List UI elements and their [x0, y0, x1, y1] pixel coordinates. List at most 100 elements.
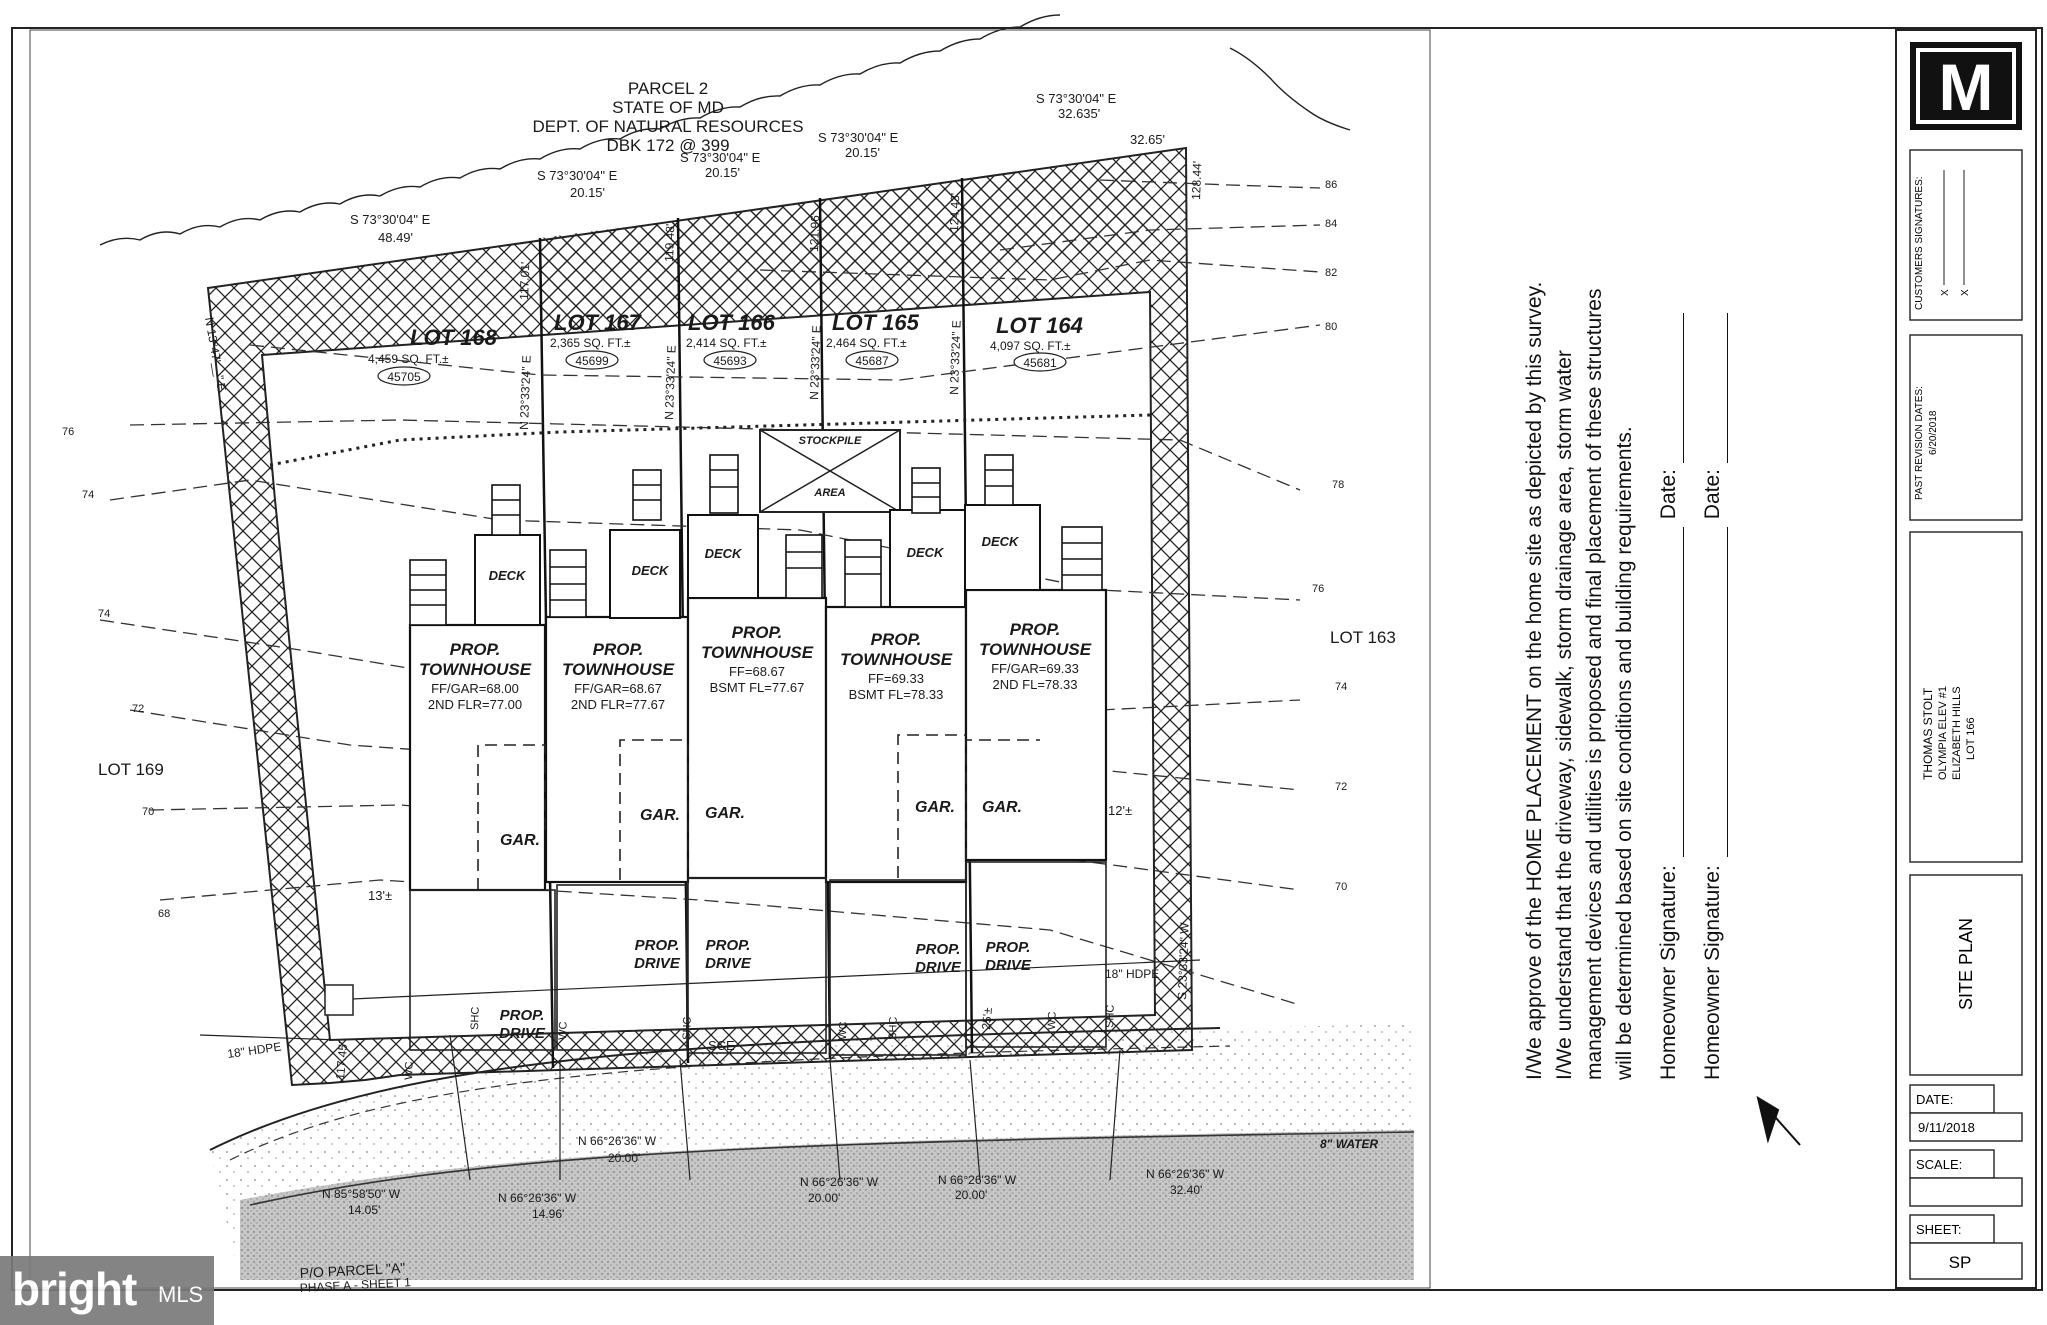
sheet-title: SITE PLAN [1956, 918, 1976, 1010]
lot-163-label: LOT 163 [1330, 628, 1396, 647]
garage-outlines [477, 734, 1040, 890]
bearing-4-dist: 20.15' [845, 145, 880, 160]
lot-164-addr: 45681 [1023, 356, 1057, 370]
front-4: N 66°26'36" W [800, 1175, 879, 1189]
signature-row-1: Homeowner Signature:Date: [1654, 100, 1684, 1080]
div2-length: 119.48' [662, 224, 677, 263]
bearing-top-right: 32.65' [1130, 132, 1165, 147]
lot-169-label: LOT 169 [98, 760, 164, 779]
shc-tag-3: SHC [887, 1016, 900, 1040]
front-1: N 85°58'50" W [322, 1187, 401, 1201]
townhouse-labels: PROP. TOWNHOUSE FF/GAR=68.00 2ND FLR=77.… [419, 620, 1092, 712]
signature-line-1[interactable] [1683, 527, 1684, 858]
deck-label-1: DECK [489, 568, 527, 583]
div1-bearing: N 23°33'24" E [517, 355, 534, 430]
road-area [209, 1024, 1415, 1280]
north-arrow-icon [1756, 1095, 1801, 1146]
water-label: 8" WATER [1320, 1137, 1378, 1151]
th5-title1: PROP. [1010, 620, 1061, 639]
dim-13: 13'± [368, 888, 392, 903]
parcel-note-line3: DEPT. OF NATURAL RESOURCES [532, 117, 803, 136]
approval-line-1: I/We approve of the HOME PLACEMENT on th… [1523, 281, 1546, 1080]
gar-label-4: GAR. [915, 799, 955, 816]
bearing-3: S 73°30'04" E [680, 150, 761, 165]
deck-label-3: DECK [705, 546, 743, 561]
parcel-note: PARCEL 2 STATE OF MD DEPT. OF NATURAL RE… [532, 79, 803, 155]
th4-l1: FF=69.33 [868, 671, 924, 686]
lot-166-addr: 45693 [713, 354, 747, 368]
front-4-dist: 20.00' [808, 1191, 840, 1205]
sce-label: SCE [708, 1038, 735, 1053]
stockpile-area [759, 429, 901, 513]
th3-l1: FF=68.67 [729, 664, 785, 679]
lot-165-area: 2,464 SQ. FT.± [826, 336, 907, 350]
drive3-label: DRIVE [705, 955, 752, 972]
cont-86: 86 [1325, 179, 1337, 191]
date-line-2[interactable] [1727, 313, 1728, 464]
bearing-3-dist: 20.15' [705, 165, 740, 180]
div1-length: 117.01' [517, 262, 532, 301]
parcel-note-line2: STATE OF MD [612, 98, 724, 117]
bearing-5: S 73°30'04" E [1036, 91, 1117, 106]
th5-l1: FF/GAR=69.33 [991, 661, 1079, 676]
approval-line-4: will be determined based on site conditi… [1613, 426, 1636, 1080]
lot-168-name: LOT 168 [410, 325, 498, 350]
div3-length: 121.96' [807, 213, 822, 252]
client-name: THOMAS STOLT [1921, 687, 1935, 780]
gar-label-3: GAR. [705, 805, 745, 822]
bearing-5-dist: 32.635' [1058, 106, 1100, 121]
th2-title1: PROP. [593, 640, 644, 659]
th5-l2: 2ND FL=78.33 [993, 677, 1078, 692]
hdpe-label-2: 18" HDPE [1105, 967, 1159, 981]
front-5-dist: 20.00' [955, 1188, 987, 1202]
bearing-4: S 73°30'04" E [818, 130, 899, 145]
drive5-prop: PROP. [986, 939, 1031, 956]
sheet-label: SHEET: [1916, 1222, 1962, 1237]
utility-tags: WC SHC WC SHC WC SHC WC SHC [403, 1004, 1117, 1080]
inlet-box [324, 984, 354, 1016]
drawing-frame [29, 29, 1431, 1289]
homeowner-signature-label-2: Homeowner Signature: [1701, 865, 1724, 1080]
tree-line [99, 14, 1061, 246]
cont-74-left-2: 74 [98, 608, 110, 620]
sheet-border [11, 27, 2043, 1291]
drive4-prop: PROP. [916, 941, 961, 958]
east-length: 128.44' [1189, 161, 1204, 200]
drive1-prop: PROP. [500, 1007, 545, 1024]
signature-line-2[interactable] [1727, 527, 1728, 858]
lot-168-addr: 45705 [387, 370, 421, 384]
decks [474, 504, 1041, 626]
drive1-label: DRIVE [499, 1025, 546, 1042]
deck-label-5: DECK [982, 534, 1020, 549]
gar-label-1: GAR. [500, 832, 540, 849]
contour-numbers: 86 84 82 80 78 76 74 72 70 76 74 74 72 7… [62, 179, 1347, 920]
east-bearing: S 23°33'24" W [1175, 922, 1192, 1001]
bearing-1-dist: 48.49' [378, 230, 413, 245]
wc-tag-3: WC [837, 1021, 850, 1040]
drive4-label: DRIVE [915, 959, 962, 976]
parcel-note-line1: PARCEL 2 [628, 79, 708, 98]
wc-tag-4: WC [1046, 1011, 1059, 1030]
cont-72: 72 [1335, 781, 1347, 793]
front-6: N 66°26'36" W [1146, 1167, 1225, 1181]
scale-label: SCALE: [1916, 1157, 1962, 1172]
gar-label-5: GAR. [982, 799, 1022, 816]
date-label-2: Date: [1701, 469, 1724, 520]
lot-164-name: LOT 164 [996, 313, 1083, 338]
rear-yard-hatch [540, 160, 1150, 320]
lot-labels: LOT 168 4,459 SQ. FT.± 45705 LOT 167 2,3… [368, 310, 1083, 386]
front-6-dist: 32.40' [1170, 1183, 1202, 1197]
past-revision-dates-label: PAST REVISION DATES: [1914, 386, 1925, 500]
subdivision-name: ELIZABETH HILLS [1951, 686, 1963, 780]
date-line-1[interactable] [1683, 313, 1684, 464]
sheet-value: SP [1949, 1253, 1972, 1272]
div4-bearing: N 23°33'24" E [947, 320, 964, 395]
mls-watermark: bright MLS [0, 1256, 214, 1325]
cont-74: 74 [1335, 681, 1347, 693]
cont-76: 76 [1312, 583, 1324, 595]
th2-l2: 2ND FLR=77.67 [571, 697, 665, 712]
front-3-dist: 20.00' [608, 1151, 640, 1165]
dim-25: 25'± [979, 1006, 995, 1030]
lot-165-addr: 45687 [855, 354, 889, 368]
